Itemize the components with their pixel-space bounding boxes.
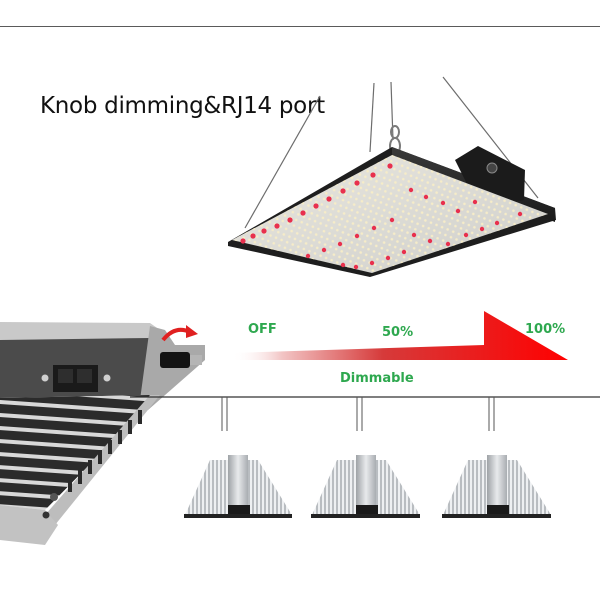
knob-port-closeup	[0, 322, 205, 545]
dimming-off-label: OFF	[248, 322, 277, 337]
headline-title: Knob dimming&RJ14 port	[40, 93, 325, 119]
bar-fixture-2	[311, 455, 420, 518]
dimming-100-label: 100%	[525, 322, 566, 337]
bar-fixture-1	[184, 455, 292, 518]
fixture-hangers	[221, 397, 495, 431]
led-panel	[228, 146, 556, 277]
red-leds	[240, 163, 523, 270]
dimming-50-label: 50%	[382, 325, 414, 340]
dimmer-knob	[160, 352, 190, 368]
dimmable-caption: Dimmable	[340, 371, 414, 386]
dimming-arrow	[232, 311, 568, 360]
bar-fixture-3	[442, 455, 551, 518]
top-divider	[0, 26, 600, 27]
hanging-wires	[244, 76, 539, 229]
